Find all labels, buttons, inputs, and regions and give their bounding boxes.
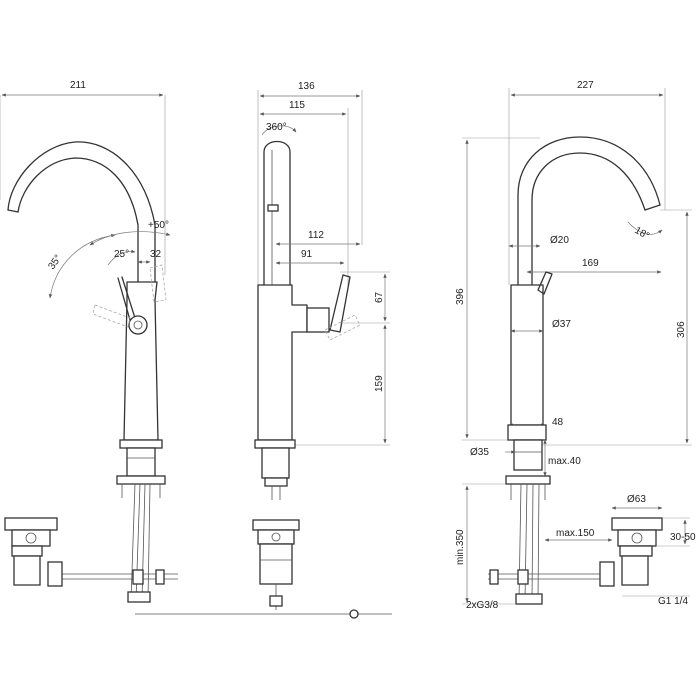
drain-cap-icon bbox=[631, 532, 643, 544]
cartridge-housing bbox=[306, 307, 330, 333]
dim-body-height-label: 159 bbox=[374, 375, 385, 392]
dim-spout-label: 115 bbox=[289, 100, 305, 111]
dim-rod-label: max.150 bbox=[556, 528, 595, 539]
lever-ghost-right bbox=[149, 264, 167, 303]
body-base-ring bbox=[119, 439, 163, 449]
spout-angle-label: 18° bbox=[633, 225, 652, 242]
popup-rod-clamp bbox=[517, 569, 529, 585]
base-mount bbox=[513, 439, 543, 471]
lever-line-2 bbox=[121, 276, 136, 319]
hose-line bbox=[130, 483, 136, 601]
dim-overall-label: 136 bbox=[298, 81, 315, 92]
dim-body-dia-label: Ø37 bbox=[552, 319, 571, 330]
dim-lever-height-label: 67 bbox=[374, 291, 385, 303]
drain-body bbox=[13, 555, 41, 586]
drain-flange bbox=[611, 517, 663, 531]
drain-cap-icon bbox=[25, 532, 37, 544]
front-view: 211 35° +50° 25° 32 bbox=[0, 80, 178, 603]
dim-hose-label: min.350 bbox=[455, 529, 466, 565]
spout-inner-outline bbox=[17, 157, 139, 283]
base-mount bbox=[261, 447, 290, 479]
angle-arc-right bbox=[89, 231, 171, 246]
drain-flange bbox=[252, 519, 300, 531]
dim-spout-dia-label: Ø20 bbox=[550, 235, 569, 246]
body-mount bbox=[126, 447, 156, 477]
spout-angle-arc bbox=[627, 221, 663, 235]
mount-plate bbox=[505, 475, 551, 485]
hose-end bbox=[127, 591, 151, 603]
body-outline bbox=[510, 284, 544, 426]
drain-neck bbox=[257, 529, 295, 545]
drain-nut bbox=[599, 561, 615, 587]
drain-cap-icon bbox=[271, 532, 281, 542]
angle-left-label: 35° bbox=[46, 253, 64, 272]
body-outline bbox=[257, 284, 308, 441]
drain-body bbox=[259, 543, 293, 585]
base-ring bbox=[254, 439, 296, 449]
popup-rod-clamp bbox=[132, 569, 144, 585]
lever-line bbox=[117, 277, 131, 321]
hose-line bbox=[537, 483, 540, 601]
dim-drain-range-label: 30-50 bbox=[670, 532, 696, 543]
spout-tip bbox=[644, 204, 661, 211]
body-outline bbox=[123, 281, 159, 441]
drain-neck bbox=[617, 529, 657, 547]
dim-deck-label: max.40 bbox=[548, 456, 581, 467]
drain-flange bbox=[4, 517, 58, 531]
connection-label: 2xG3/8 bbox=[466, 600, 499, 611]
angle-mid-label: 25° bbox=[114, 249, 129, 260]
mount-plate bbox=[264, 477, 288, 487]
dim-base-label: 48 bbox=[552, 417, 564, 428]
dim-total-height-label: 396 bbox=[455, 288, 466, 305]
dim-offset-label: 32 bbox=[150, 249, 162, 260]
angle-arc-left bbox=[48, 233, 116, 299]
dim-hole-dia-label: Ø35 bbox=[470, 447, 489, 458]
spout-marker bbox=[267, 204, 279, 212]
dim-width-label: 211 bbox=[70, 80, 86, 91]
popup-rod-knob bbox=[489, 569, 499, 585]
right-view: 227 396 306 18° Ø20 169 Ø37 48 bbox=[455, 80, 696, 611]
popup-rod-knob bbox=[155, 569, 165, 585]
lever-hub bbox=[128, 315, 148, 335]
mount-plate bbox=[116, 475, 166, 485]
drain-tail-nut bbox=[269, 595, 283, 607]
drain-ring bbox=[11, 545, 43, 557]
spout-tube-outline bbox=[263, 140, 291, 286]
lever-ghost-left bbox=[92, 304, 131, 328]
dim-lever-base-label: 91 bbox=[301, 249, 313, 260]
side-view: 136 115 360° 112 91 67 159 bbox=[135, 81, 392, 619]
spout-outer-outline bbox=[517, 136, 661, 286]
popup-rod-knob bbox=[349, 609, 359, 619]
lever-hub-inner bbox=[133, 320, 143, 330]
dim-width-label: 227 bbox=[577, 80, 594, 91]
spout-inner-outline bbox=[531, 152, 646, 286]
drain-body bbox=[621, 555, 649, 586]
base-ring bbox=[507, 424, 547, 441]
hose-end bbox=[515, 593, 543, 605]
dim-spout-height-label: 306 bbox=[676, 321, 687, 338]
spout-outer-outline bbox=[7, 141, 156, 283]
drain-ring bbox=[619, 545, 653, 557]
rotation-label: 360° bbox=[266, 122, 287, 133]
drain-thread-label: G1 1/4 bbox=[658, 596, 688, 607]
lever-outline bbox=[537, 271, 553, 295]
lever-ghost bbox=[324, 314, 361, 341]
hose-line bbox=[147, 483, 151, 601]
angle-arc-mid bbox=[107, 249, 136, 266]
drain-neck bbox=[11, 529, 51, 547]
hose-line bbox=[531, 483, 534, 601]
lever-outline bbox=[329, 274, 351, 333]
angle-right-label: +50° bbox=[148, 220, 169, 231]
dim-drain-dia-label: Ø63 bbox=[627, 494, 646, 505]
dim-reach-label: 169 bbox=[582, 258, 599, 269]
spout-tip bbox=[7, 209, 19, 213]
drain-nut bbox=[47, 561, 63, 587]
rotation-arc bbox=[261, 125, 297, 136]
dim-lever-label: 112 bbox=[308, 230, 324, 241]
